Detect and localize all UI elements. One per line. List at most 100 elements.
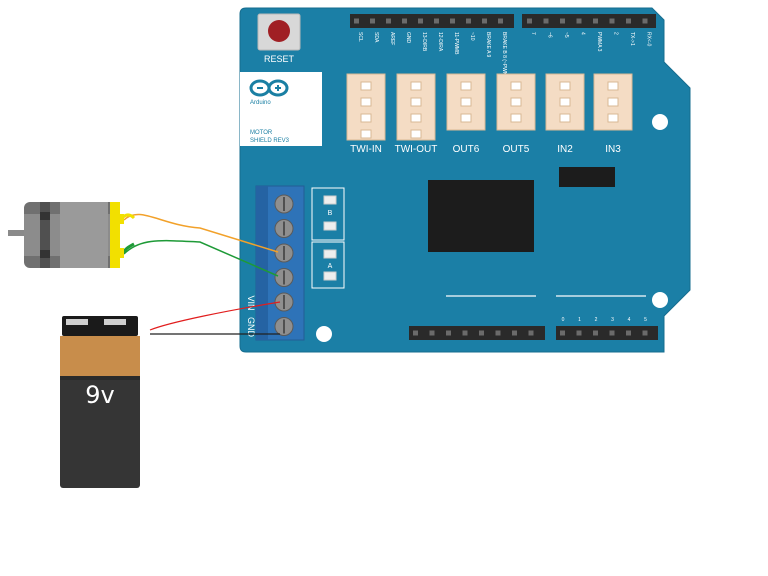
connector-label: OUT6: [453, 144, 480, 155]
connector-out5: [496, 73, 536, 131]
header-pin: [642, 330, 648, 336]
wire-red: [149, 301, 281, 331]
pin-label: GND: [405, 32, 411, 44]
header-pin: [560, 330, 565, 336]
header-top-right-labels: 7 ~6 ~5 4 PWMA 3 2 TX->1 RX<-0: [530, 32, 652, 52]
header-pin: [527, 18, 532, 24]
connector-twi-out: [396, 73, 436, 141]
connector-row: [346, 73, 633, 141]
screw-terminal: [274, 268, 294, 287]
connector-label: OUT5: [503, 144, 530, 155]
screw-terminal: [274, 317, 294, 336]
pin-label: 4: [580, 32, 586, 35]
header-bottom-right: [556, 326, 658, 340]
header-pin: [593, 18, 598, 24]
header-pin: [495, 330, 501, 336]
header-pin: [609, 330, 615, 336]
analog-pin-label: 5: [644, 317, 647, 323]
wire-green: [123, 239, 279, 277]
header-bottom-left: [409, 326, 545, 340]
screw-terminal: [274, 243, 294, 263]
header-pin: [593, 330, 598, 336]
connector-label: TWI-IN: [350, 144, 382, 155]
header-pin: [370, 18, 375, 24]
header-pin: [482, 18, 487, 24]
header-top-right: [522, 14, 656, 28]
pin-label: SCL: [357, 32, 363, 42]
connector-label: TWI-OUT: [395, 144, 438, 155]
connector-out6: [446, 73, 486, 131]
channel-a-led: [323, 249, 337, 259]
channel-b-led: [323, 221, 337, 231]
header-pin: [543, 18, 549, 24]
pin-label: 11-PWMB: [453, 32, 459, 55]
pin-label: 12-DIRA: [437, 32, 443, 52]
header-pin: [462, 330, 468, 336]
header-bottom-right-pins: [560, 330, 648, 336]
channel-a-label: A: [328, 263, 333, 270]
shield-line1: MOTOR: [250, 130, 273, 136]
dc-motor-icon: [8, 202, 124, 268]
analog-pin-label: 1: [578, 317, 581, 323]
battery-9v-icon: [60, 316, 140, 488]
logo-name: Arduino: [250, 100, 271, 106]
channel-b-led: [323, 195, 337, 205]
connector-in2: [545, 73, 585, 131]
terminal-gnd-label: GND: [246, 317, 256, 338]
header-pin: [512, 330, 517, 336]
header-top-left-pins: [354, 18, 503, 24]
header-top-left: [350, 14, 514, 28]
screw-terminal-side: [256, 186, 268, 340]
header-pin: [429, 330, 435, 336]
header-pin: [576, 330, 582, 336]
header-pin: [386, 18, 391, 24]
analog-pin-label: 4: [628, 317, 631, 323]
header-pin: [626, 330, 631, 336]
channel-a-box: [311, 241, 345, 289]
pin-label: ~5: [563, 32, 569, 38]
analog-pin-label: 2: [595, 317, 598, 323]
pin-label: PWMA 3: [596, 32, 602, 52]
screw-terminals: [274, 194, 294, 336]
wires: [120, 213, 281, 335]
header-pin: [434, 18, 439, 24]
header-pin: [479, 330, 484, 336]
pin-label: TX->1: [629, 32, 635, 46]
pin-label: SDA: [373, 32, 379, 43]
channel-b-box: [311, 187, 345, 241]
header-pin: [354, 18, 359, 24]
header-top-right-pins: [527, 18, 648, 24]
header-pin: [609, 18, 615, 24]
mounting-hole: [652, 292, 668, 308]
header-pin: [498, 18, 503, 24]
pin-label: AREF: [389, 32, 395, 45]
terminal-vin-label: VIN: [246, 295, 256, 310]
header-pin: [402, 18, 407, 24]
analog-pin-labels: 0 1 2 3 4 5: [562, 317, 648, 323]
pin-label: 2: [613, 32, 619, 35]
mounting-hole: [652, 114, 668, 130]
header-pin: [626, 18, 631, 24]
header-pin: [528, 330, 534, 336]
header-pin: [413, 330, 418, 336]
pin-label: 13-DIRB: [421, 32, 427, 52]
battery-label: 9v: [85, 381, 114, 409]
header-pin: [642, 18, 648, 24]
analog-pin-label: 3: [611, 317, 614, 323]
connector-in3: [593, 73, 633, 131]
reset-label: RESET: [264, 54, 295, 64]
pin-label: RX<-0: [646, 32, 652, 47]
pin-label: 7: [530, 32, 536, 35]
pin-label: BRAKE B 8 (~PWM): [501, 32, 507, 78]
pin-label: ~6: [547, 32, 553, 38]
channel-b-label: B: [328, 210, 333, 217]
header-pin: [466, 18, 471, 24]
reset-button[interactable]: [257, 13, 301, 51]
screw-terminal: [274, 219, 294, 238]
analog-pin-label: 0: [562, 317, 565, 323]
screw-terminal: [274, 292, 294, 312]
